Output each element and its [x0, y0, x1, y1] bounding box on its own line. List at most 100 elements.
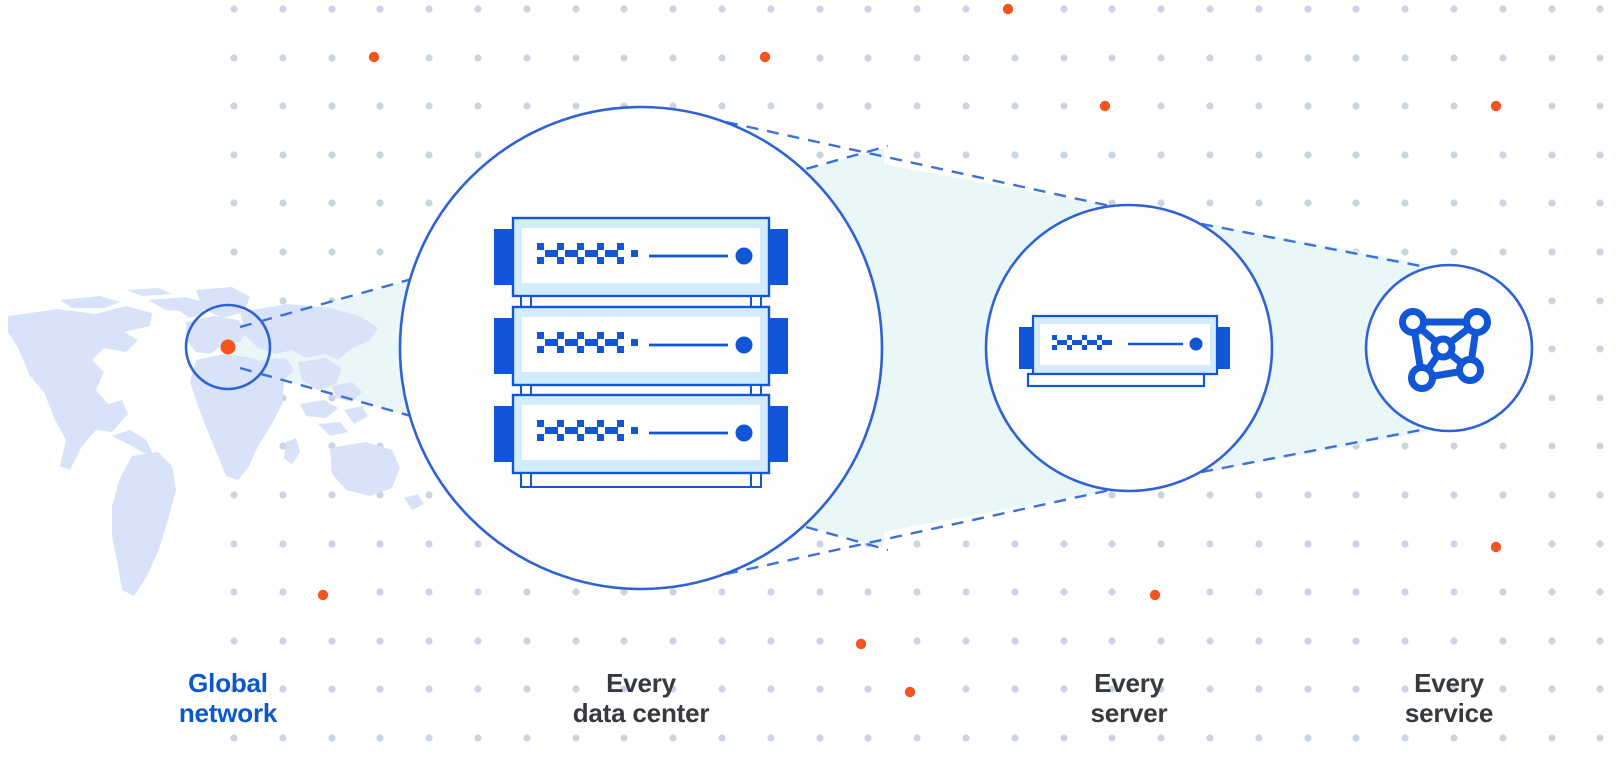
- grid-dot: [1206, 5, 1214, 13]
- grid-dot: [376, 588, 384, 596]
- grid-dot: [523, 637, 531, 645]
- grid-dot: [913, 734, 921, 742]
- grid-dot: [230, 588, 238, 596]
- grid-dot: [1206, 151, 1214, 159]
- grid-dot: [523, 734, 531, 742]
- grid-dot: [1548, 685, 1556, 693]
- grid-dot-accent: [1099, 100, 1111, 112]
- grid-dot: [718, 734, 726, 742]
- grid-dot: [718, 5, 726, 13]
- grid-dot: [1596, 102, 1604, 110]
- grid-dot: [1499, 248, 1507, 256]
- accent-dots: [317, 3, 1502, 698]
- grid-dot: [913, 540, 921, 548]
- mesh-node-bottom-left: [1408, 364, 1436, 392]
- grid-dot: [767, 588, 775, 596]
- grid-dot: [1157, 5, 1165, 13]
- grid-dot: [1548, 394, 1556, 402]
- grid-dot: [1499, 588, 1507, 596]
- grid-dot: [1352, 734, 1360, 742]
- grid-dot: [572, 102, 580, 110]
- grid-dot: [913, 102, 921, 110]
- grid-dot: [1206, 588, 1214, 596]
- grid-dot: [425, 54, 433, 62]
- grid-dot: [279, 491, 287, 499]
- grid-dot: [1401, 540, 1409, 548]
- grid-dot: [230, 151, 238, 159]
- grid-dot: [1499, 5, 1507, 13]
- grid-dot: [1401, 685, 1409, 693]
- mesh-node-bottom-right: [1456, 356, 1484, 384]
- grid-dot: [474, 734, 482, 742]
- grid-dot: [572, 5, 580, 13]
- grid-dot: [1304, 151, 1312, 159]
- grid-dot: [230, 637, 238, 645]
- grid-dot: [328, 394, 336, 402]
- server-status-dot: [735, 424, 753, 442]
- grid-dot: [376, 102, 384, 110]
- grid-dot: [1011, 54, 1019, 62]
- grid-dot: [279, 199, 287, 207]
- grid-dot: [328, 491, 336, 499]
- grid-dot: [1304, 199, 1312, 207]
- grid-dot: [376, 199, 384, 207]
- every-service-node[interactable]: [1364, 263, 1534, 433]
- grid-dot: [1596, 248, 1604, 256]
- grid-dot: [1596, 637, 1604, 645]
- grid-dot: [1548, 199, 1556, 207]
- grid-dot-accent: [1490, 100, 1502, 112]
- grid-dot: [669, 588, 677, 596]
- grid-dot-accent: [368, 51, 380, 63]
- grid-dot-accent: [1149, 589, 1161, 601]
- grid-dot: [1206, 540, 1214, 548]
- grid-dot: [1304, 54, 1312, 62]
- grid-dot: [1206, 102, 1214, 110]
- grid-dot: [230, 491, 238, 499]
- grid-dot: [425, 734, 433, 742]
- grid-dot: [376, 5, 384, 13]
- grid-dot: [1450, 102, 1458, 110]
- grid-dot: [279, 102, 287, 110]
- grid-dot: [1548, 5, 1556, 13]
- grid-dot: [1548, 248, 1556, 256]
- grid-dot: [474, 637, 482, 645]
- grid-dot: [1011, 637, 1019, 645]
- grid-dot: [1352, 588, 1360, 596]
- label-every-service: Every service: [1404, 668, 1494, 728]
- grid-dot: [474, 588, 482, 596]
- grid-dot: [1596, 345, 1604, 353]
- grid-dot: [328, 151, 336, 159]
- grid-dot: [1352, 637, 1360, 645]
- grid-dot: [1352, 151, 1360, 159]
- grid-dot: [1060, 734, 1068, 742]
- grid-dot: [425, 151, 433, 159]
- grid-dot: [1304, 102, 1312, 110]
- grid-dot: [1352, 54, 1360, 62]
- grid-dot: [913, 637, 921, 645]
- grid-dot: [1499, 442, 1507, 450]
- grid-dot-accent: [1490, 541, 1502, 553]
- grid-dot: [328, 54, 336, 62]
- grid-dot: [1255, 151, 1263, 159]
- grid-dot: [1206, 685, 1214, 693]
- grid-dot: [1255, 102, 1263, 110]
- grid-dot: [1108, 151, 1116, 159]
- server-vent-dots: [537, 420, 638, 441]
- grid-dot: [376, 685, 384, 693]
- server-rack-unit-3: [494, 393, 788, 475]
- grid-dot: [620, 54, 628, 62]
- global-network-magnifier[interactable]: [184, 303, 272, 391]
- grid-dot: [523, 102, 531, 110]
- grid-dot: [376, 491, 384, 499]
- grid-dot: [1304, 540, 1312, 548]
- every-data-center-node[interactable]: [398, 105, 884, 591]
- grid-dot: [1596, 199, 1604, 207]
- every-server-node[interactable]: [984, 203, 1274, 493]
- grid-dot: [816, 54, 824, 62]
- grid-dot: [328, 734, 336, 742]
- grid-dot: [1548, 637, 1556, 645]
- grid-dot: [1157, 734, 1165, 742]
- server-vent-dots: [537, 332, 638, 353]
